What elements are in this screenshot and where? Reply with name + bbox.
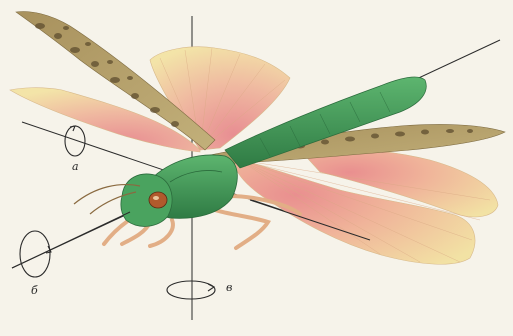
pitch-rotation-arrow-icon <box>65 126 85 156</box>
roll-rotation-arrow-icon <box>20 231 51 277</box>
pitch-axis-label: а <box>72 160 79 173</box>
yaw-axis-label: в <box>226 281 232 294</box>
roll-axis-front <box>12 212 130 268</box>
yaw-rotation-arrow-icon <box>167 281 215 299</box>
roll-axis-label: б <box>31 284 38 297</box>
insect-head <box>121 174 172 226</box>
eye-icon <box>149 192 167 208</box>
right-hind-wing <box>235 148 498 264</box>
